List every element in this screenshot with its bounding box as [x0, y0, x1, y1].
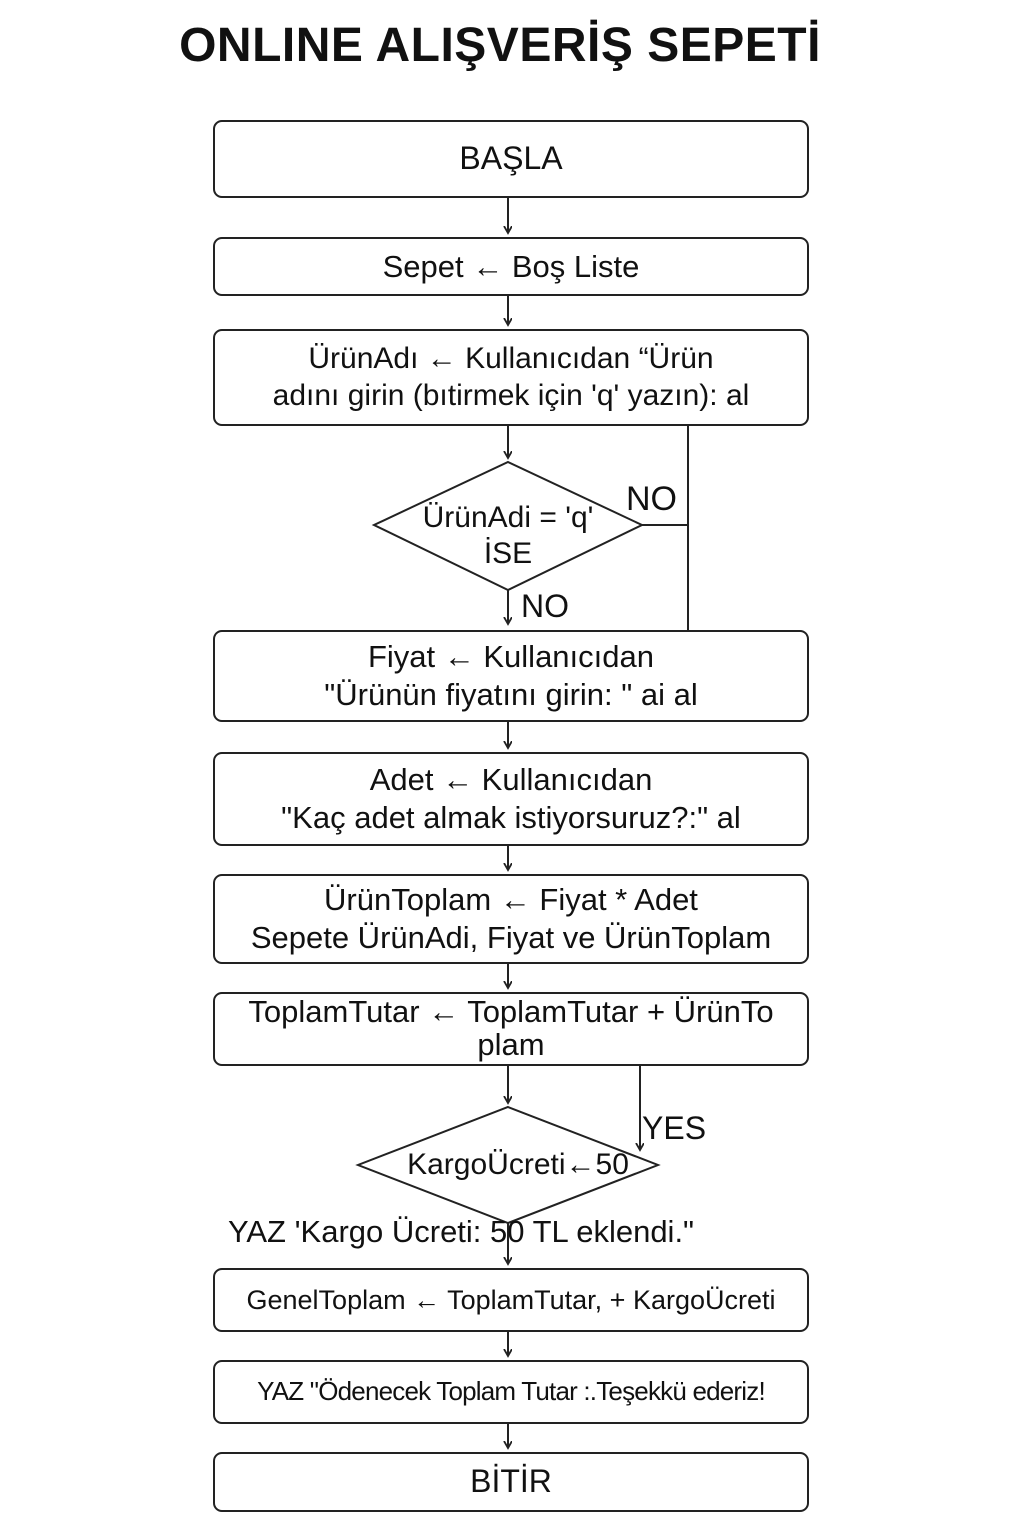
no-label-right: NO: [626, 480, 677, 518]
grand-total-node: GenelToplam ← ToplamTutar, + KargoÜcreti: [213, 1268, 809, 1332]
decision-q-text: ÜrünAdi = 'q' İSE: [422, 501, 594, 570]
output-total-node: YAZ "Ödenecek Toplam Tutar :.Teşekkü ede…: [213, 1360, 809, 1424]
decision-shipping-text: KargoÜcreti←50: [407, 1148, 629, 1181]
input-quantity-node: Adet ← Kullanıcıdan "Kaç adet almak isti…: [213, 752, 809, 846]
item-total-node: ÜrünToplam ← Fiyat * Adet Sepete ÜrünAdi…: [213, 874, 809, 964]
input-price-node: Fiyat ← Kullanıcıdan "Ürünün fiyatını gi…: [213, 630, 809, 722]
shipping-note-text: YAZ 'Kargo Ücreti: 50 TL eklendi.": [228, 1214, 695, 1249]
no-label-down: NO: [521, 588, 569, 624]
input-product-name-node: ÜrünAdı ← Kullanıcıdan “Ürün adını girin…: [213, 329, 809, 426]
running-total-node: ToplamTutar ← ToplamTutar + ÜrünTo plam: [213, 992, 809, 1066]
page-title: ONLINE ALIŞVERİŞ SEPETİ: [179, 19, 821, 72]
init-cart-node: Sepet ← Boş Liste: [213, 237, 809, 296]
end-node: BİTİR: [213, 1452, 809, 1512]
yes-label: YES: [642, 1110, 707, 1146]
start-node: BAŞLA: [213, 120, 809, 198]
